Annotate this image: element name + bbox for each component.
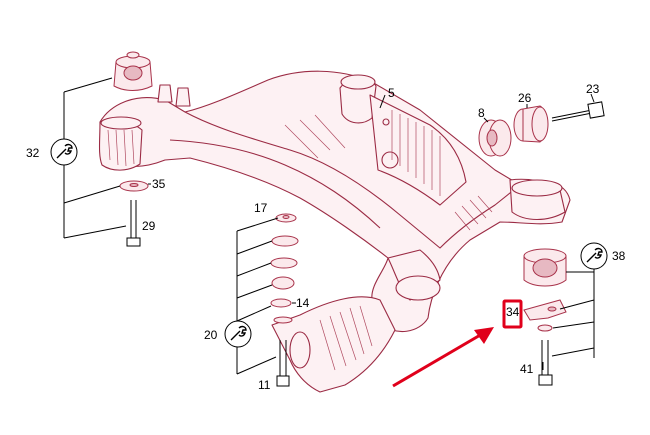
bolt-41: [538, 340, 553, 386]
leader-lines: [63, 77, 595, 375]
callout-38: 38: [612, 249, 626, 263]
bolt-11: [276, 340, 290, 387]
callout-5: 5: [388, 86, 395, 100]
wrench-icon: [580, 242, 608, 270]
stack-17: [270, 213, 299, 324]
highlight-box: [502, 299, 523, 329]
callout-41: 41: [520, 362, 534, 376]
highlight-arrow-shaft: [392, 332, 483, 388]
callout-14: 14: [296, 296, 310, 310]
callout-32: 32: [26, 146, 40, 160]
callout-labels: 5 8 26 23 32 35 29 17 14 20 11 38 34 41: [26, 82, 626, 392]
callout-8: 8: [478, 106, 485, 120]
callout-11: 11: [258, 378, 271, 392]
callout-29: 29: [142, 219, 156, 233]
wrench-icon: [50, 138, 78, 166]
bolt-29: [126, 200, 141, 247]
callout-23: 23: [586, 82, 600, 96]
wrench-icon: [224, 320, 252, 348]
bush-38: [523, 248, 567, 287]
bush-8: [478, 119, 512, 157]
callout-26: 26: [518, 91, 532, 105]
callout-34: 34: [506, 305, 520, 319]
highlight-arrow-head: [474, 327, 494, 344]
washer-35: [119, 180, 149, 192]
callout-17: 17: [254, 201, 268, 215]
washer-41: [537, 324, 553, 332]
bush-32: [113, 51, 153, 91]
bolt-23: [551, 101, 605, 122]
ring-26: [513, 105, 549, 143]
callout-20: 20: [204, 328, 218, 342]
callout-35: 35: [152, 177, 166, 191]
lower-axle-housing: [271, 296, 396, 393]
rear-subframe: [98, 70, 571, 333]
bracket-34: [523, 299, 567, 321]
highlight-annotation: [392, 299, 523, 388]
